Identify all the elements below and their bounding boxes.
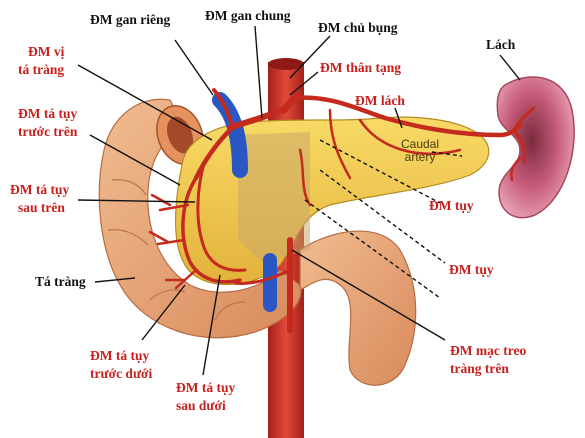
duodenal-branch-2: [148, 230, 186, 246]
leader-lach: [499, 54, 521, 81]
pancreas-neck-shade: [238, 132, 310, 262]
label-dm-mac-treo-line1: ĐM mạc treo: [450, 343, 527, 358]
label-dm-ta-tuy-sau-tren-line2: sau trên: [18, 200, 65, 215]
label-lach: Lách: [486, 37, 516, 52]
leader-dm-ta-tuy-sau-duoi: [202, 274, 221, 376]
jejunum: [299, 230, 417, 386]
anterior-pancreaticoduodenal-arcade: [181, 176, 242, 284]
label-caudal-artery-line2: artery: [404, 150, 436, 164]
label-dm-vi-ta-trang-line1: ĐM vị: [28, 44, 65, 59]
label-ta-trang: Tá tràng: [35, 274, 86, 289]
label-dm-ta-tuy-sau-duoi-line1: ĐM tá tụy: [176, 380, 236, 395]
leader-dm-ta-tuy-truoc-tren: [89, 134, 181, 186]
leader-dm-tuy-1: [319, 139, 441, 204]
splenic-branch-2: [513, 130, 526, 164]
posterior-pancreaticoduodenal-arcade: [196, 158, 247, 272]
label-dm-ta-tuy-sau-duoi-line2: sau dưới: [176, 398, 226, 413]
label-caudal-artery-line1: Caudal: [400, 137, 440, 151]
proper-hepatic-artery: [212, 88, 234, 128]
label-dm-ta-tuy-truoc-duoi-line1: ĐM tá tụy: [90, 348, 150, 363]
splenic-artery: [293, 95, 523, 138]
duodenum-fold-2: [107, 228, 149, 246]
dashed-leaders: [304, 139, 463, 299]
label-dm-than-tang: ĐM thân tạng: [320, 60, 402, 75]
leader-dm-mac-treo: [291, 249, 446, 341]
label-dm-gan-chung: ĐM gan chung: [205, 8, 291, 23]
leader-lines: [77, 25, 521, 376]
duodenal-branch-3: [164, 268, 198, 290]
spleen: [496, 76, 575, 219]
label-dm-ta-tuy-truoc-tren-line1: ĐM tá tụy: [18, 106, 78, 121]
label-dm-ta-tuy-truoc-duoi-line2: trước dưới: [90, 366, 153, 381]
artery-network: [148, 88, 536, 333]
label-dm-lach: ĐM lách: [355, 93, 405, 108]
caudal-artery: [358, 118, 462, 155]
aorta-top: [268, 58, 304, 70]
leader-dm-chu-bung: [289, 35, 331, 79]
label-dm-vi-ta-trang-line2: tá tràng: [18, 62, 65, 77]
inferior-pancreaticoduodenal-artery: [233, 268, 292, 285]
leader-caudal-artery: [431, 151, 463, 157]
label-dm-mac-treo-line2: tràng trên: [450, 361, 509, 376]
leader-dm-gan-rieng: [174, 39, 214, 96]
leader-ta-trang: [94, 277, 136, 283]
splenic-branch-1: [513, 106, 536, 130]
duodenum-fold-4: [214, 301, 246, 321]
dorsal-pancreatic-artery: [298, 148, 312, 207]
label-dm-ta-tuy-sau-tren-line1: ĐM tá tụy: [10, 182, 70, 197]
leader-dm-lach: [394, 107, 403, 129]
leader-dm-tuy-2: [319, 169, 446, 264]
splenic-branch-3: [510, 156, 522, 182]
duodenum: [98, 98, 302, 339]
gastroduodenal-artery: [193, 127, 233, 181]
label-caudal-artery: Caudal artery: [390, 138, 450, 164]
label-dm-chu-bung: ĐM chủ bụng: [318, 20, 398, 35]
leader-dm-vi-ta-trang: [77, 64, 213, 141]
duodenum-fold-1: [111, 178, 147, 196]
great-pancreatic-artery: [328, 108, 352, 180]
leader-dm-than-tang: [289, 71, 319, 96]
label-dm-tuy-2: ĐM tụy: [449, 262, 494, 277]
duodenal-branch-1: [150, 193, 190, 212]
leader-dm-ta-tuy-sau-tren: [77, 199, 196, 203]
duodenum-fold-3: [149, 289, 186, 301]
label-dm-gan-rieng: ĐM gan riêng: [90, 12, 171, 27]
label-dm-tuy-1: ĐM tụy: [429, 198, 474, 213]
leader-dm-gan-chung: [254, 25, 263, 119]
leader-dm-ta-tuy-truoc-duoi: [141, 284, 186, 341]
label-dm-ta-tuy-truoc-tren-line2: trước trên: [18, 124, 78, 139]
